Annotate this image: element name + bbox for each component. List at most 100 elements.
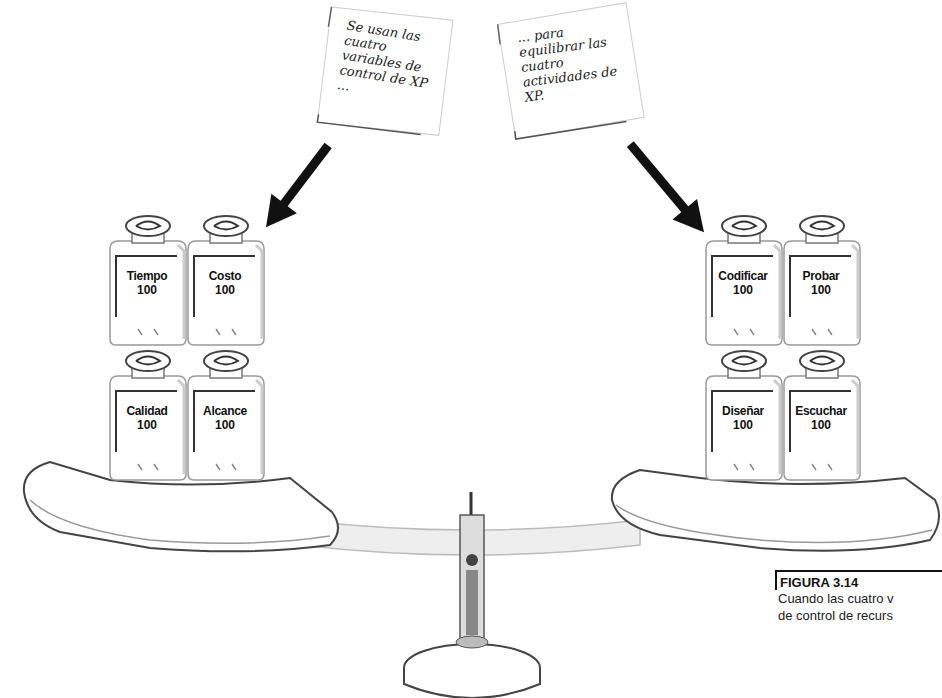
variable-name: Codificar [713, 269, 773, 283]
canister-shade [852, 380, 858, 474]
tray-rim [616, 505, 932, 542]
paper-note: ... para equilibrar las cuatro actividad… [493, 0, 648, 144]
canister-handle [136, 222, 160, 230]
variable-name: Calidad [117, 404, 177, 418]
variable-name: Probar [791, 269, 851, 283]
canister-cap [126, 216, 170, 236]
canister-shade [774, 380, 780, 474]
weight-canister: Costo100 [186, 215, 266, 345]
paper-sheet [313, 1, 457, 141]
variable-name: Escuchar [791, 404, 851, 418]
caption-text: Cuando las cuatro v [775, 590, 942, 607]
tray-rim [30, 500, 330, 543]
canister-shade [852, 245, 858, 339]
caption-text: de control de recurs [775, 607, 942, 624]
canister-shade [774, 245, 780, 339]
paper-edge [498, 24, 500, 44]
scale-pivot [466, 554, 478, 566]
arrow-head [266, 194, 297, 228]
pointer-arrow [630, 144, 704, 232]
variable-name: Diseñar [713, 404, 773, 418]
canister-clasp [812, 464, 832, 470]
note-text: Se usan las cuatro variables de control … [336, 18, 443, 107]
canister-cap [800, 351, 844, 371]
paper-edge [317, 114, 421, 138]
canister-cap [204, 351, 248, 371]
canister-body [784, 376, 860, 480]
canister-clasp [734, 329, 754, 335]
canister-shade [178, 245, 184, 339]
canister-body [706, 241, 782, 345]
canister-label: Calidad100 [115, 390, 177, 452]
weight-canister: Alcance100 [186, 350, 266, 480]
canister-clasp [138, 329, 158, 335]
canister-clasp [734, 464, 754, 470]
variable-name: Alcance [195, 404, 255, 418]
canister-clasp [216, 329, 236, 335]
paper-sheet [497, 2, 645, 139]
variable-value: 100 [195, 418, 255, 432]
canister-handle [810, 222, 834, 230]
canister-shade [256, 380, 262, 474]
canister-clasp [138, 464, 158, 470]
canister-clasp [812, 329, 832, 335]
variable-value: 100 [791, 283, 851, 297]
canister-label: Tiempo100 [115, 255, 177, 317]
canister-body [110, 376, 186, 480]
weight-canister: Escuchar100 [782, 350, 862, 480]
variable-name: Tiempo [117, 269, 177, 283]
variable-value: 100 [791, 418, 851, 432]
arrow-head [672, 199, 704, 232]
canister-body [188, 241, 264, 345]
variable-name: Costo [195, 269, 255, 283]
canister-label: Escuchar100 [789, 390, 851, 452]
figure-caption-block: FIGURA 3.14Cuando las cuatro vde control… [775, 570, 942, 624]
weight-canister: Tiempo100 [108, 215, 188, 345]
variable-value: 100 [713, 418, 773, 432]
canister-handle [136, 357, 160, 365]
weight-canister: Calidad100 [108, 350, 188, 480]
canister-body [110, 241, 186, 345]
canister-label: Costo100 [193, 255, 255, 317]
canister-handle [732, 357, 756, 365]
weight-canister: Codificar100 [704, 215, 784, 345]
canister-label: Alcance100 [193, 390, 255, 452]
post-shade [466, 570, 478, 635]
canister-cap [722, 351, 766, 371]
canister-body [784, 241, 860, 345]
arrow-shaft [282, 146, 328, 207]
canister-cap [204, 216, 248, 236]
weight-canister: Probar100 [782, 215, 862, 345]
canister-handle [214, 357, 238, 365]
canister-cap [722, 216, 766, 236]
note-text: ... para equilibrar las cuatro actividad… [517, 18, 629, 105]
scale-post [460, 515, 484, 640]
canister-handle [732, 222, 756, 230]
arrow-shaft [630, 144, 687, 212]
canister-label: Probar100 [789, 255, 851, 317]
pointer-arrow [266, 146, 328, 228]
canister-label: Diseñar100 [711, 390, 773, 452]
canister-label: Codificar100 [711, 255, 773, 317]
canister-handle [214, 222, 238, 230]
canister-shade [256, 245, 262, 339]
right-tray [612, 470, 939, 551]
paper-edge [515, 118, 627, 140]
canister-shade [178, 380, 184, 474]
variable-value: 100 [117, 283, 177, 297]
canister-cap [126, 351, 170, 371]
canister-handle [810, 357, 834, 365]
canister-body [706, 376, 782, 480]
figure-caption: FIGURA 3.14 [775, 570, 942, 590]
canister-clasp [216, 464, 236, 470]
paper-note: Se usan las cuatro variables de control … [309, 0, 459, 146]
variable-value: 100 [117, 418, 177, 432]
post-foot [456, 636, 488, 648]
weight-canister: Diseñar100 [704, 350, 784, 480]
paper-edge [328, 7, 331, 27]
canister-cap [800, 216, 844, 236]
scale-base-rim [404, 668, 540, 698]
variable-value: 100 [195, 283, 255, 297]
